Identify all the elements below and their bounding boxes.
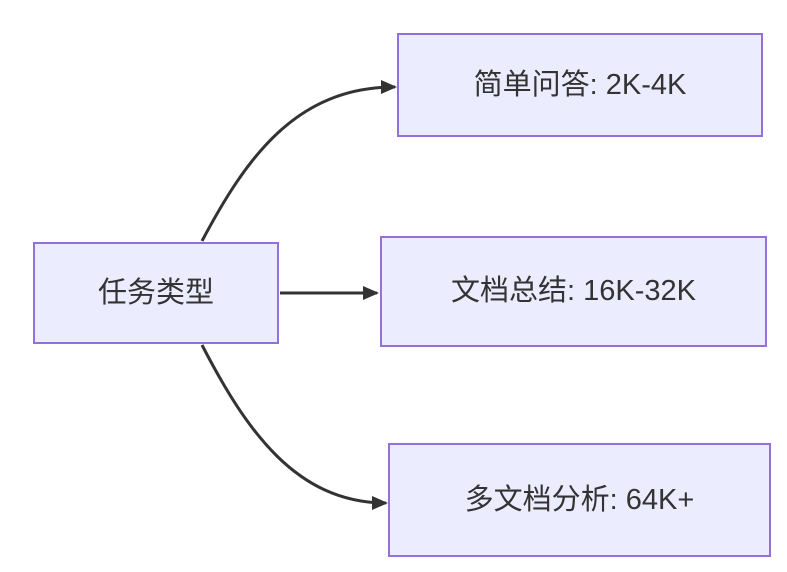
node-task-type-label: 任务类型 [97, 276, 214, 309]
node-multi-doc-analysis: 多文档分析: 64K+ [388, 443, 771, 557]
node-doc-summary: 文档总结: 16K-32K [380, 236, 767, 347]
node-simple-qa-label: 简单问答: 2K-4K [473, 68, 687, 101]
node-simple-qa: 简单问答: 2K-4K [397, 33, 763, 137]
edge-root-to-multi-doc-arrow [200, 344, 388, 510]
edge-root-to-simple-qa-arrow [200, 80, 397, 242]
node-task-type: 任务类型 [33, 242, 279, 344]
node-multi-doc-analysis-label: 多文档分析: 64K+ [464, 483, 695, 516]
node-doc-summary-label: 文档总结: 16K-32K [451, 275, 696, 308]
